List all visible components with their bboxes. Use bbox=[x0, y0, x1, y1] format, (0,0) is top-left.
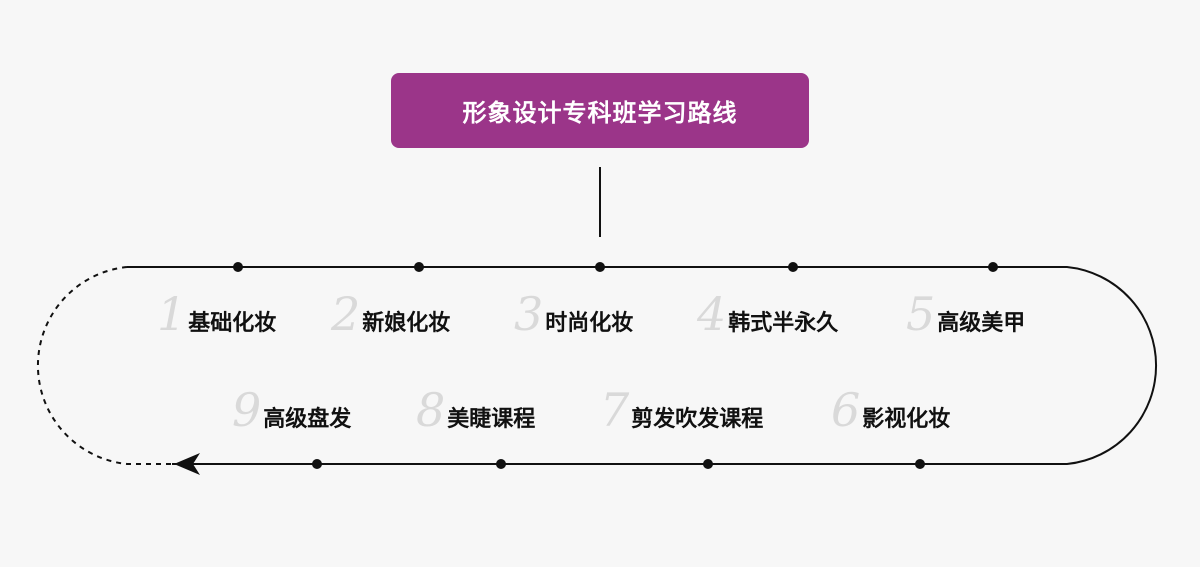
node-5 bbox=[988, 262, 998, 272]
step-label: 基础化妆 bbox=[188, 311, 277, 336]
arrow-head-icon bbox=[174, 453, 200, 475]
step-label: 高级美甲 bbox=[937, 311, 1026, 336]
node-3 bbox=[595, 262, 605, 272]
route-nodes bbox=[233, 262, 998, 469]
step-label: 影视化妆 bbox=[862, 407, 951, 432]
node-7 bbox=[703, 459, 713, 469]
route-title: 形象设计专科班学习路线 bbox=[391, 73, 809, 148]
step-number: 4 bbox=[697, 287, 727, 341]
step-number: 8 bbox=[416, 383, 446, 437]
route-loop-solid bbox=[127, 266, 1158, 465]
node-1 bbox=[233, 262, 243, 272]
step-3: 3 时尚化妆 bbox=[514, 291, 633, 337]
step-1: 1 基础化妆 bbox=[157, 291, 276, 337]
step-label: 美睫课程 bbox=[447, 407, 536, 432]
step-5: 5 高级美甲 bbox=[906, 291, 1025, 337]
step-label: 高级盘发 bbox=[263, 407, 352, 432]
step-number: 2 bbox=[331, 287, 361, 341]
step-number: 3 bbox=[514, 287, 544, 341]
node-6 bbox=[915, 459, 925, 469]
step-label: 新娘化妆 bbox=[362, 311, 451, 336]
step-number: 6 bbox=[831, 383, 861, 437]
step-4: 4 韩式半永久 bbox=[697, 291, 838, 337]
node-4 bbox=[788, 262, 798, 272]
route-loop-dashed bbox=[36, 266, 172, 465]
step-9: 9 高级盘发 bbox=[232, 387, 351, 433]
step-number: 7 bbox=[600, 383, 630, 437]
step-6: 6 影视化妆 bbox=[831, 387, 950, 433]
step-number: 9 bbox=[232, 383, 262, 437]
step-label: 韩式半永久 bbox=[728, 311, 839, 336]
step-number: 1 bbox=[157, 287, 187, 341]
step-2: 2 新娘化妆 bbox=[331, 291, 450, 337]
node-8 bbox=[496, 459, 506, 469]
node-2 bbox=[414, 262, 424, 272]
step-label: 剪发吹发课程 bbox=[631, 407, 764, 432]
step-number: 5 bbox=[906, 287, 936, 341]
step-label: 时尚化妆 bbox=[545, 311, 634, 336]
step-7: 7 剪发吹发课程 bbox=[600, 387, 763, 433]
step-8: 8 美睫课程 bbox=[416, 387, 535, 433]
node-9 bbox=[312, 459, 322, 469]
